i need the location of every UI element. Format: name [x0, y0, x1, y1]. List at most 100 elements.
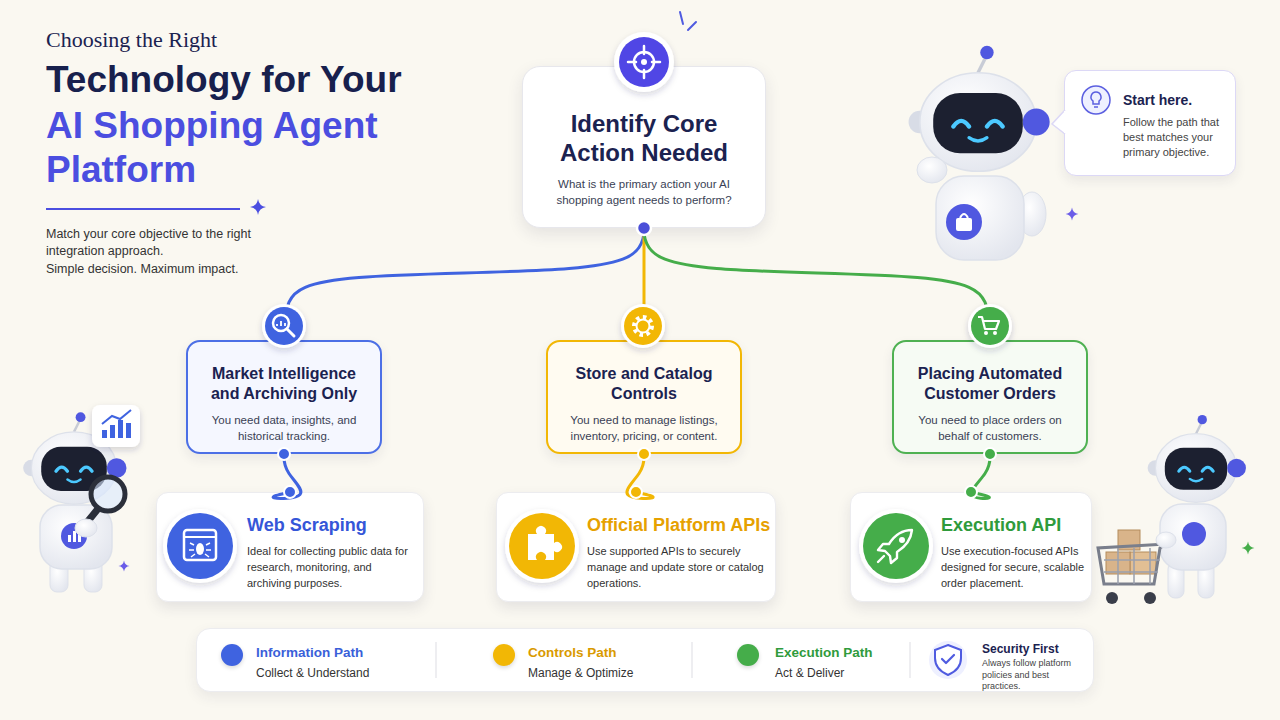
thinking-robot: [936, 176, 1024, 260]
connector: [284, 228, 644, 340]
node-body: What is the primary action your AI shopp…: [537, 176, 751, 208]
thinking-robot: [909, 46, 1050, 171]
subtitle: Simple decision. Maximum impact.: [46, 261, 286, 278]
sparkle: [1066, 208, 1079, 221]
icon-group: [909, 642, 910, 678]
node-body: Follow the path that best matches your p…: [1123, 115, 1227, 160]
note-heading: Security First: [982, 642, 1092, 657]
cart-robot: [1106, 592, 1118, 604]
cart-robot: [1182, 522, 1206, 546]
icon-group: [287, 329, 294, 336]
objective-box: Market Intelligence and Archiving OnlyYo…: [186, 340, 382, 454]
node-heading: Market Intelligence and Archiving Only: [200, 364, 368, 404]
cart-robot: [1104, 548, 1160, 584]
icon-group: [688, 22, 696, 30]
cart-robot: [1156, 532, 1176, 548]
connector-part: [627, 448, 653, 498]
icon-group: [273, 315, 289, 331]
node-body: You need to manage listings, inventory, …: [560, 412, 728, 444]
cart-robot: [1098, 544, 1166, 584]
legend-swatch: [493, 644, 515, 666]
icon-group: [634, 317, 652, 335]
note-text: Always follow platform policies and best…: [982, 658, 1090, 693]
chart-bubble: [118, 420, 123, 438]
connector-part: [278, 222, 650, 346]
node-heading: Identify Core Action Needed: [537, 109, 751, 167]
objective-box: Placing Automated Customer OrdersYou nee…: [892, 340, 1088, 454]
chart-bubble: [126, 423, 131, 438]
title-underline: [46, 208, 240, 210]
connector-part: [965, 448, 996, 498]
legend-label: Information Path: [256, 645, 363, 660]
connector: [644, 228, 990, 340]
subtitle: Match your core objective to the right i…: [46, 226, 256, 260]
connector-part: [638, 222, 996, 346]
icon-group: [637, 320, 650, 333]
thinking-robot: [917, 157, 947, 183]
icon-group: [277, 321, 285, 326]
node-body: Ideal for collecting public data for res…: [247, 543, 417, 591]
objective-box: Store and Catalog ControlsYou need to ma…: [546, 340, 742, 454]
cart-robot: [1148, 415, 1246, 502]
icon-group: [935, 645, 961, 675]
icon-group: [984, 331, 988, 335]
connector-part: [638, 222, 650, 346]
search-robot: [68, 535, 71, 542]
icon-group: [691, 642, 692, 678]
legend-swatch: [737, 644, 759, 666]
search-robot: [75, 519, 97, 537]
node-body: Use supported APIs to securely manage an…: [587, 543, 769, 591]
icon-group: [641, 59, 647, 65]
node-heading: Official Platform APIs: [587, 513, 769, 537]
icon-group: [680, 12, 683, 24]
node-body: You need data, insights, and historical …: [200, 412, 368, 444]
speech-bubble: Start here. Follow the path that best mat…: [1064, 70, 1236, 176]
chart-bubble: [102, 410, 131, 424]
sparkle: [250, 199, 266, 215]
node-heading: Store and Catalog Controls: [560, 364, 728, 404]
icon-group: [942, 655, 954, 663]
thinking-robot: [960, 214, 968, 218]
connector-part: [273, 448, 301, 498]
icon-group: [435, 642, 436, 678]
sparkle: [1242, 542, 1255, 555]
connector: [643, 228, 646, 340]
node-body: Use execution-focused APIs designed for …: [941, 543, 1085, 591]
chart-bubble: [102, 430, 107, 438]
chart-bubble: [92, 405, 140, 447]
technology-card: Official Platform APIsUse supported APIs…: [496, 492, 776, 602]
legend-panel: [196, 628, 1094, 692]
legend-note: Collect & Understand: [256, 666, 426, 681]
chart-bubble: [110, 425, 115, 438]
thinking-robot: [909, 46, 1050, 260]
legend-note: Act & Deliver: [775, 666, 905, 681]
title-line: AI Shopping Agent Platform: [46, 104, 426, 192]
icon-group: [978, 317, 999, 329]
thinking-robot: [946, 204, 982, 240]
thinking-robot: [956, 218, 972, 231]
chart-bubble: [92, 405, 140, 447]
start-box: Identify Core Action NeededWhat is the p…: [522, 66, 766, 228]
icon-group: [929, 641, 967, 679]
technology-card: Execution API Use execution-focused APIs …: [850, 492, 1092, 602]
icon-group: [993, 331, 997, 335]
node-heading: Placing Automated Customer Orders: [906, 364, 1074, 404]
node-heading: Web Scraping: [247, 513, 417, 537]
title-kicker: Choosing the Right: [46, 27, 217, 53]
node-body: You need to place orders on behalf of cu…: [906, 412, 1074, 444]
sparkle: [118, 560, 129, 571]
node-heading: Execution API: [941, 513, 1085, 537]
search-robot: [91, 477, 125, 511]
legend-swatch: [221, 644, 243, 666]
legend-note: Manage & Optimize: [528, 666, 688, 681]
cart-robot: [1098, 415, 1246, 604]
title-line: Technology for Your: [46, 58, 466, 102]
cart-robot: [1144, 592, 1156, 604]
legend-label: Controls Path: [528, 645, 617, 660]
search-robot: [73, 531, 76, 542]
node-heading: Start here.: [1123, 91, 1227, 109]
legend-label: Execution Path: [775, 645, 873, 660]
search-robot: [40, 505, 112, 569]
technology-card: Web ScrapingIdeal for collecting public …: [156, 492, 424, 602]
